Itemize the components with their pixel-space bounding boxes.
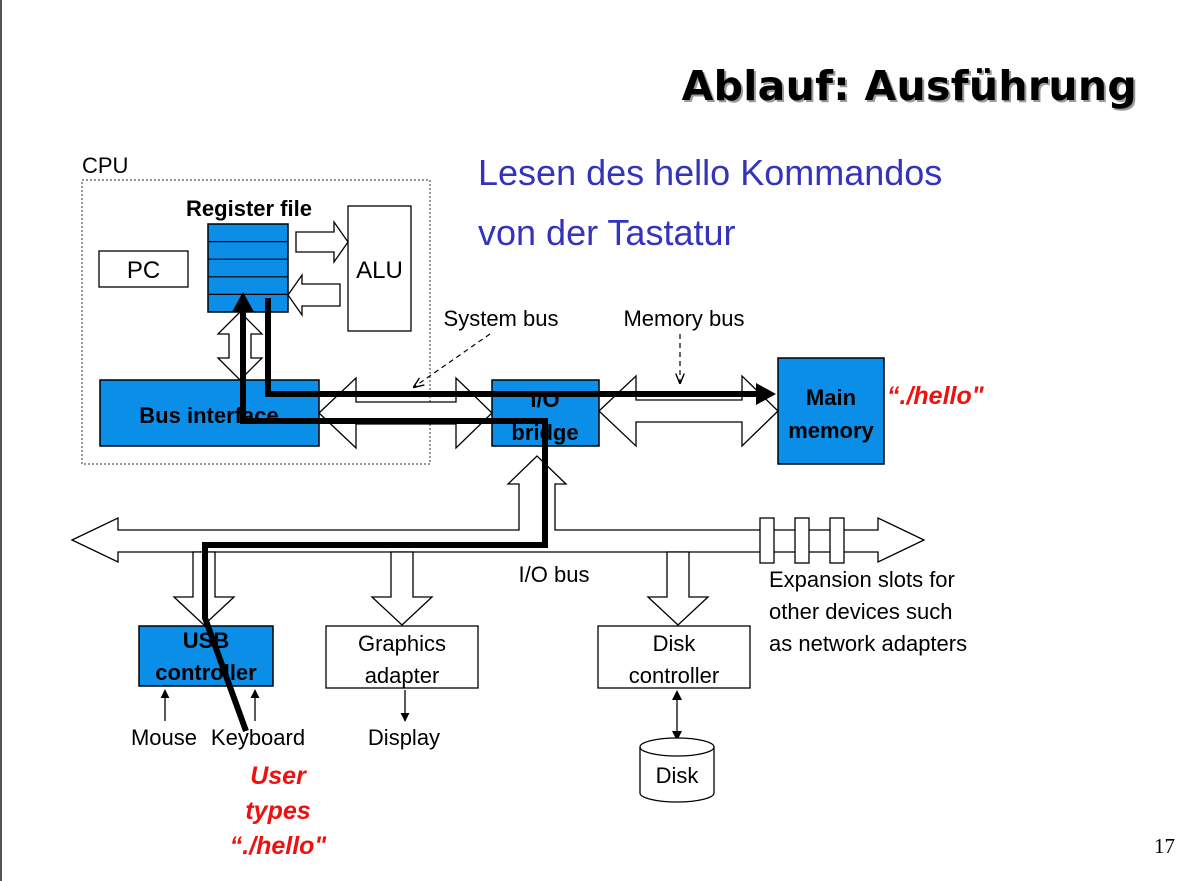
register-file-label: Register file xyxy=(186,196,312,221)
mouse-label: Mouse xyxy=(131,725,197,750)
disk-controller-label-1: Disk xyxy=(653,631,697,656)
disk-link-head-down xyxy=(672,731,682,741)
expansion-label-1: Expansion slots for xyxy=(769,567,955,592)
data-flow-path xyxy=(202,292,776,733)
disk-controller-label-2: controller xyxy=(629,663,719,688)
graphics-adapter xyxy=(325,625,479,689)
disk-label: Disk xyxy=(656,763,700,788)
expansion-label-2: other devices such xyxy=(769,599,952,624)
graphics-label-1: Graphics xyxy=(358,631,446,656)
disk-down-arrow xyxy=(646,551,710,626)
keyboard-label: Keyboard xyxy=(211,725,305,750)
io-bus-label: I/O bus xyxy=(519,562,590,587)
cpu-boundary xyxy=(81,179,431,465)
subtitle-line-1: Lesen des hello Kommandos xyxy=(478,152,943,193)
alu-label: ALU xyxy=(356,257,403,284)
display-label: Display xyxy=(368,725,440,750)
main-memory-label-1: Main xyxy=(806,385,856,410)
bus-interface xyxy=(99,379,320,447)
usb-label-2: controller xyxy=(155,660,257,685)
usb-label-1: USB xyxy=(183,628,229,653)
system-bus-label: System bus xyxy=(444,306,559,331)
slide-title: Ablauf: Ausführung xyxy=(681,62,1137,110)
subtitle-line-2: von der Tastatur xyxy=(478,212,736,253)
disk-icon xyxy=(639,737,715,803)
io-bus-arrow xyxy=(70,455,926,564)
disk-link-head-up xyxy=(672,690,682,700)
cpu-label: CPU xyxy=(82,153,128,178)
main-memory-label-2: memory xyxy=(788,418,874,443)
memory-content-label: “./hello" xyxy=(887,382,985,410)
graphics-down-arrow xyxy=(370,551,434,626)
usb-controller xyxy=(138,625,274,687)
pc-label: PC xyxy=(127,257,160,284)
user-label-2: types xyxy=(245,797,310,825)
expansion-label-3: as network adapters xyxy=(769,631,967,656)
disk-controller xyxy=(597,625,751,689)
page-number: 17 xyxy=(1154,834,1175,858)
memory-bus-arrow xyxy=(598,374,779,448)
alu xyxy=(347,205,412,332)
register-file xyxy=(207,223,289,313)
system-bus-arrow xyxy=(318,376,493,450)
expansion-slots xyxy=(759,517,845,564)
memory-bus-label: Memory bus xyxy=(623,306,744,331)
io-bridge-label-1: I/O xyxy=(530,387,559,412)
user-label-3: “./hello" xyxy=(230,832,328,860)
alu-to-regfile-arrow xyxy=(287,272,341,318)
bus-interface-label: Bus interface xyxy=(139,403,278,428)
graphics-label-2: adapter xyxy=(365,663,440,688)
system-bus-pointer xyxy=(414,333,491,387)
regfile-to-alu-arrow xyxy=(295,219,349,265)
main-memory xyxy=(777,357,885,465)
user-label-1: User xyxy=(250,762,307,790)
pc-register xyxy=(98,250,189,288)
